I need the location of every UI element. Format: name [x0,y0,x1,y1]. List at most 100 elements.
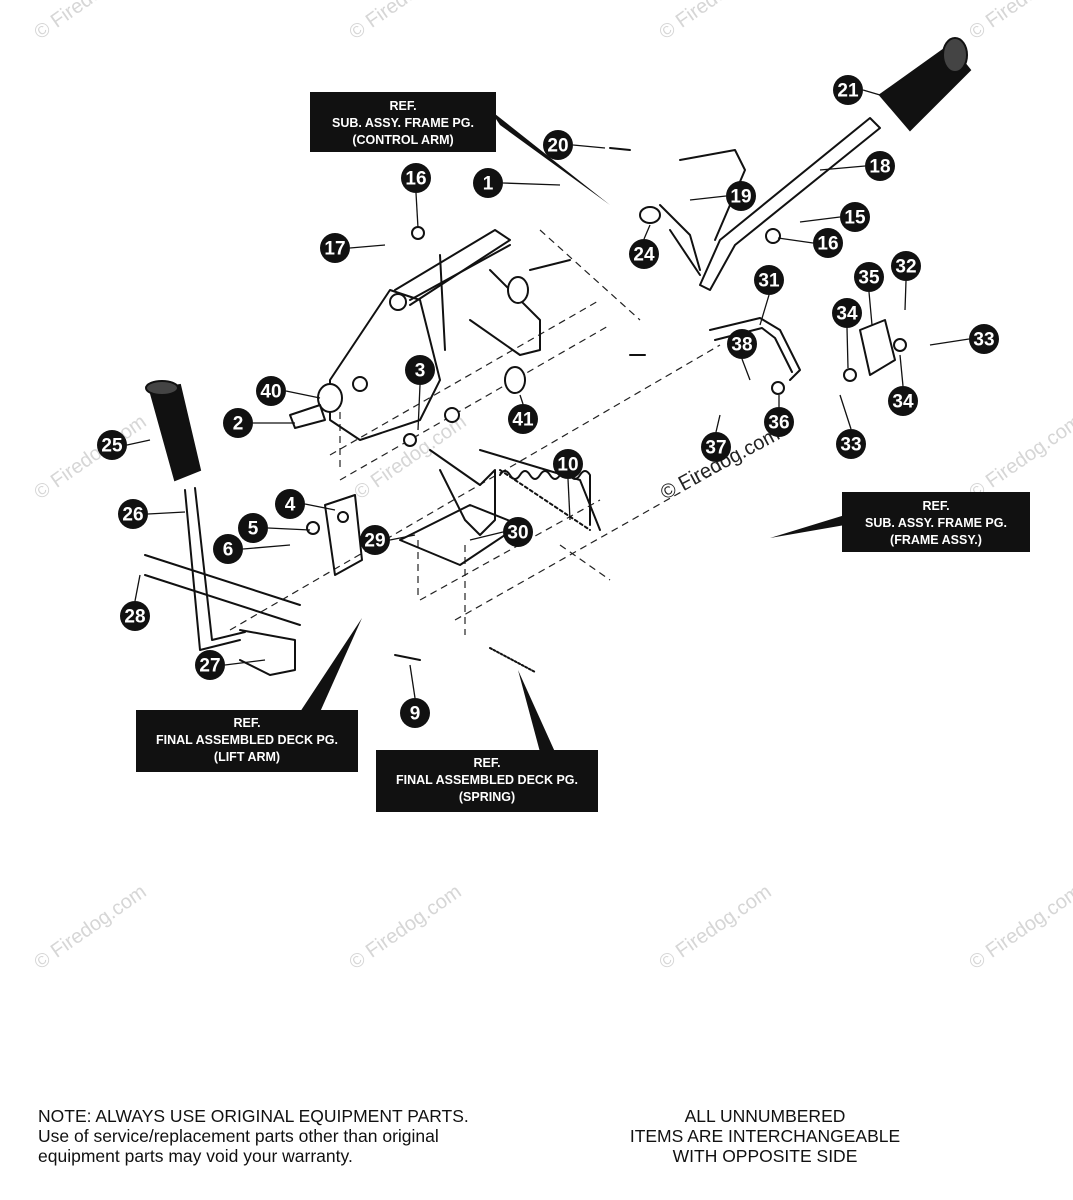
ref-box-frame-assy: REF. SUB. ASSY. FRAME PG. (FRAME ASSY.) [770,492,1030,552]
grip-25 [145,380,202,482]
callout-35: 35 [854,262,884,292]
callout-1: 1 [473,168,503,198]
leader-line [819,165,866,171]
callout-label: 25 [101,436,123,457]
callout-circle [320,233,350,263]
watermark-text: © Firedog.com [965,881,1073,974]
callout-circle [727,329,757,359]
interchangeable-note: ALL UNNUMBERED ITEMS ARE INTERCHANGEABLE… [600,1106,930,1166]
leader-line [349,244,386,249]
watermark-text: © Firedog.com [965,411,1073,504]
callout-label: 19 [730,187,751,208]
callout-16: 16 [813,228,843,258]
callout-circle [405,355,435,385]
callout-circle [508,404,538,434]
leader-line [846,327,849,369]
ref-line-1: REF. [233,716,260,730]
callout-3: 3 [405,355,435,385]
callout-label: 24 [633,245,655,266]
callout-label: 29 [364,531,385,552]
lift-bracket-assembly [329,229,601,566]
callout-18: 18 [865,151,895,181]
callout-circle [891,251,921,281]
leader-line [224,659,266,666]
callout-30: 30 [503,517,533,547]
watermark-text: © Firedog.com [965,0,1073,44]
callout-label: 37 [705,438,726,459]
callout-38: 38 [727,329,757,359]
note-line: NOTE: ALWAYS USE ORIGINAL EQUIPMENT PART… [38,1106,469,1126]
leader-line [242,544,291,550]
callout-circle [726,181,756,211]
callout-36: 36 [764,407,794,437]
callout-label: 41 [512,410,534,431]
leader-line [862,89,881,96]
leader-line [715,414,721,433]
callout-label: 32 [895,257,916,278]
leader-line [839,394,852,430]
callout-label: 34 [836,304,858,325]
alignment-lines [229,229,721,635]
callout-26: 26 [118,499,148,529]
callout-27: 27 [195,650,225,680]
callout-2: 2 [223,408,253,438]
ref-line-2: FINAL ASSEMBLED DECK PG. [396,773,578,787]
callout-label: 6 [223,540,234,561]
leader-line [572,144,606,149]
callout-24: 24 [629,239,659,269]
leader-line [409,664,416,699]
callout-25: 25 [97,430,127,460]
callout-label: 33 [973,330,994,351]
callout-circle [120,601,150,631]
spring-10 [499,470,591,526]
callout-circle [360,525,390,555]
leader-line [134,574,141,602]
callout-circle [832,298,862,328]
callout-label: 21 [837,81,859,102]
callout-circle [118,499,148,529]
ref-line-3: (LIFT ARM) [214,750,280,764]
leader-line [759,294,770,326]
leader-line [417,384,421,431]
grip-21 [878,37,972,132]
ref-line-2: SUB. ASSY. FRAME PG. [332,116,474,130]
leader-line [741,358,751,381]
ref-line-3: (FRAME ASSY.) [890,533,982,547]
callout-4: 4 [275,489,305,519]
ref-line-2: FINAL ASSEMBLED DECK PG. [156,733,338,747]
callout-circle [754,265,784,295]
callout-33: 33 [969,324,999,354]
watermark-text: © Firedog.com [350,411,470,504]
ref-line-1: REF. [473,756,500,770]
callout-label: 15 [844,208,866,229]
ref-line-2: SUB. ASSY. FRAME PG. [865,516,1007,530]
callout-circle [840,202,870,232]
callout-label: 31 [758,271,780,292]
callout-label: 17 [324,239,345,260]
leader-line [929,338,970,346]
callout-10: 10 [553,449,583,479]
note-line: WITH OPPOSITE SIDE [672,1146,858,1166]
leader-line [267,527,311,531]
leader-line [147,511,186,515]
callout-circle [97,430,127,460]
note-line: equipment parts may void your warranty. [38,1146,353,1166]
callout-5: 5 [238,513,268,543]
callout-circle [195,650,225,680]
callout-21: 21 [833,75,863,105]
watermark-text: © Firedog.com [345,0,465,44]
callout-circle [275,489,305,519]
callout-circle [401,163,431,193]
small-hardware [289,147,781,673]
callout-circle [813,228,843,258]
callout-label: 30 [507,523,528,544]
callout-29: 29 [360,525,390,555]
note-line: Use of service/replacement parts other t… [38,1126,439,1146]
callout-label: 18 [869,157,890,178]
callout-37: 37 [701,432,731,462]
callout-41: 41 [508,404,538,434]
ref-line-3: (SPRING) [459,790,515,804]
leader-line [389,534,416,541]
